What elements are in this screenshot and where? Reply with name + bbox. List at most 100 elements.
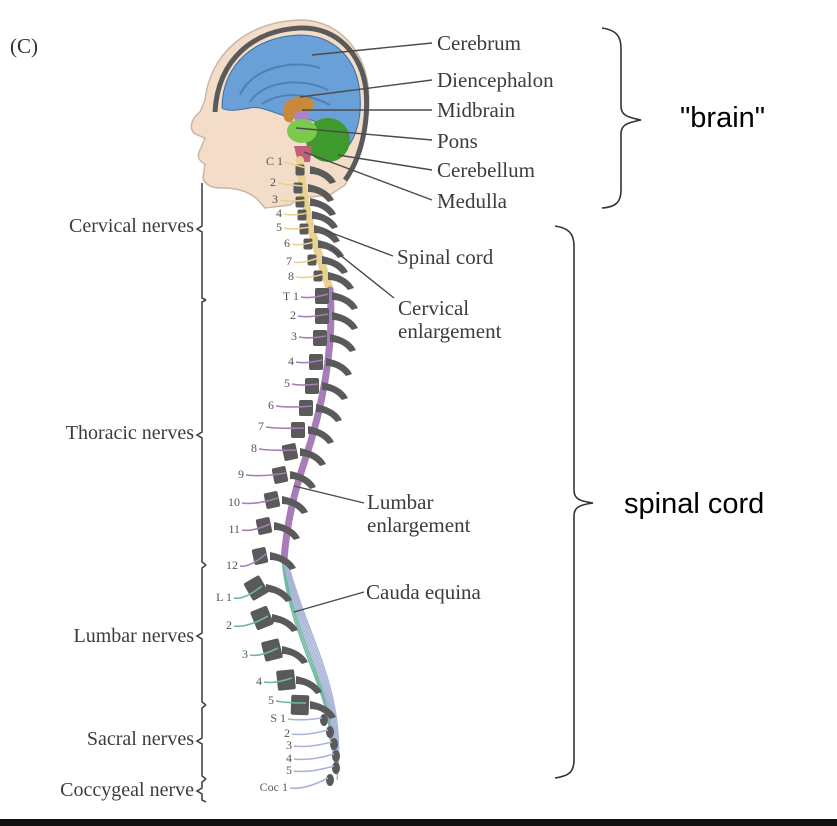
vertebra-label-thoracic: 11: [228, 522, 240, 536]
sacral-segment: [332, 762, 340, 774]
vertebra-label-lumbar: L 1: [216, 590, 232, 604]
vertebra-label-cervical: 4: [276, 206, 282, 220]
vertebra-label-sacral: 5: [286, 763, 292, 777]
sacral-segment: [330, 738, 338, 750]
nerve-group-brackets: [195, 183, 207, 803]
spinous-process: [332, 312, 358, 330]
spinal-nerve: [245, 472, 287, 477]
label-sacral-nerves: Sacral nerves: [86, 728, 194, 750]
spinal-nerve: [241, 523, 271, 532]
spinal-nerve: [279, 199, 307, 202]
label-cervical-enlargement: Cervical enlargement: [398, 297, 501, 343]
label-thoracic-nerves: Thoracic nerves: [65, 422, 194, 444]
diencephalon-shape: [283, 96, 315, 123]
vertebra-label-thoracic: 9: [238, 467, 244, 481]
panel-label: (C): [10, 34, 38, 58]
vertebra-label-cervical: 5: [276, 220, 282, 234]
spinal-nerve: [263, 677, 293, 684]
spinous-process: [296, 676, 322, 694]
spinal-nerve: [295, 273, 325, 279]
spinal-nerve: [291, 241, 315, 246]
cord-leader-lines: [293, 229, 395, 613]
spinous-process: [290, 471, 316, 489]
label-cauda-equina: Cauda equina: [366, 580, 481, 604]
vertebra-body: [293, 182, 303, 194]
spinous-process: [328, 272, 354, 290]
spinous-process: [266, 584, 292, 602]
label-line: enlargement: [367, 513, 471, 537]
vertebra-label-lumbar: 5: [268, 693, 274, 707]
spinous-process: [282, 646, 308, 664]
vertebra-label-thoracic: 5: [284, 376, 290, 390]
vertebra-body: [299, 223, 309, 235]
vertebra-label-thoracic: 2: [290, 308, 296, 322]
spinal-nerve: [233, 615, 269, 628]
label-line: Lumbar: [367, 490, 434, 514]
spinal-nerve: [258, 448, 297, 452]
sacral-segment: [332, 750, 340, 762]
spinous-process: [322, 256, 348, 274]
spinal-nerve: [291, 729, 329, 736]
spinous-process: [310, 701, 336, 719]
sacral-segment: [320, 714, 328, 726]
spinal-nerve: [239, 553, 267, 568]
spinal-nerve: [293, 257, 319, 264]
spinal-nerve: [293, 753, 335, 761]
spinal-nerve: [241, 497, 279, 505]
vertebra-label-cervical: 8: [288, 269, 294, 283]
label-pons: Pons: [437, 129, 478, 153]
vertebra-label-thoracic: T 1: [282, 289, 299, 303]
spinal-nerve: [293, 741, 333, 748]
cauda-fiber: [286, 559, 340, 781]
label-spinal-cord: Spinal cord: [397, 245, 494, 269]
bottom-border: [0, 819, 837, 826]
vertebra-body: [305, 378, 319, 394]
spinous-process: [282, 496, 308, 514]
vertebra-label-sacral: S 1: [270, 711, 286, 725]
spinal-nerve: [265, 426, 305, 430]
spinal-cord-group-label: spinal cord: [624, 488, 765, 520]
spinal-nerve: [300, 293, 329, 299]
sacral-segment: [326, 774, 334, 786]
spinous-process: [330, 334, 356, 352]
vertebra-label-cervical: 6: [284, 236, 290, 250]
cerebrum-folds: [239, 63, 331, 106]
vertebral-column: [243, 164, 340, 786]
spinal-nerve: [277, 182, 305, 187]
spinous-process: [322, 382, 348, 400]
spinal-nerve: [295, 359, 323, 364]
vertebra-label-sacral: 3: [286, 738, 292, 752]
sacral-segment: [326, 726, 334, 738]
spinal-cord-brace: [554, 225, 594, 779]
spinous-process: [310, 198, 336, 216]
vertebra-label-lumbar: 2: [226, 618, 232, 632]
vertebra-body: [271, 466, 289, 484]
vertebra-body: [291, 422, 305, 438]
spinal-nerve: [233, 585, 263, 600]
vertebra-label-cervical: 2: [270, 175, 276, 189]
spinal-nerve: [249, 647, 279, 657]
vertebra-label-cervical: 3: [272, 192, 278, 206]
brain-leader-lines: [295, 42, 433, 201]
vertebra-label-sacral: 2: [284, 726, 290, 740]
spinous-process: [270, 552, 296, 570]
vertebra-label-thoracic: 3: [291, 329, 297, 343]
vertebra-label-cervical: 7: [286, 254, 292, 268]
spinous-process: [272, 614, 298, 632]
spinal-nerve: [283, 212, 309, 216]
vertebra-body: [295, 196, 305, 208]
spinal-nerve: [275, 700, 307, 704]
spinous-process: [326, 358, 352, 376]
label-cerebellum: Cerebellum: [437, 158, 535, 182]
cauda-fiber: [281, 559, 331, 741]
label-cervical-nerves: Cervical nerves: [69, 215, 194, 237]
label-line: Cervical: [398, 296, 470, 320]
spinal-nerve: [293, 765, 335, 773]
spinous-process: [332, 292, 358, 310]
cauda-fiber: [282, 559, 332, 746]
spinous-process: [274, 522, 300, 540]
vertebra-body: [250, 605, 274, 631]
spinous-process: [308, 184, 334, 202]
spinous-process: [310, 166, 336, 184]
